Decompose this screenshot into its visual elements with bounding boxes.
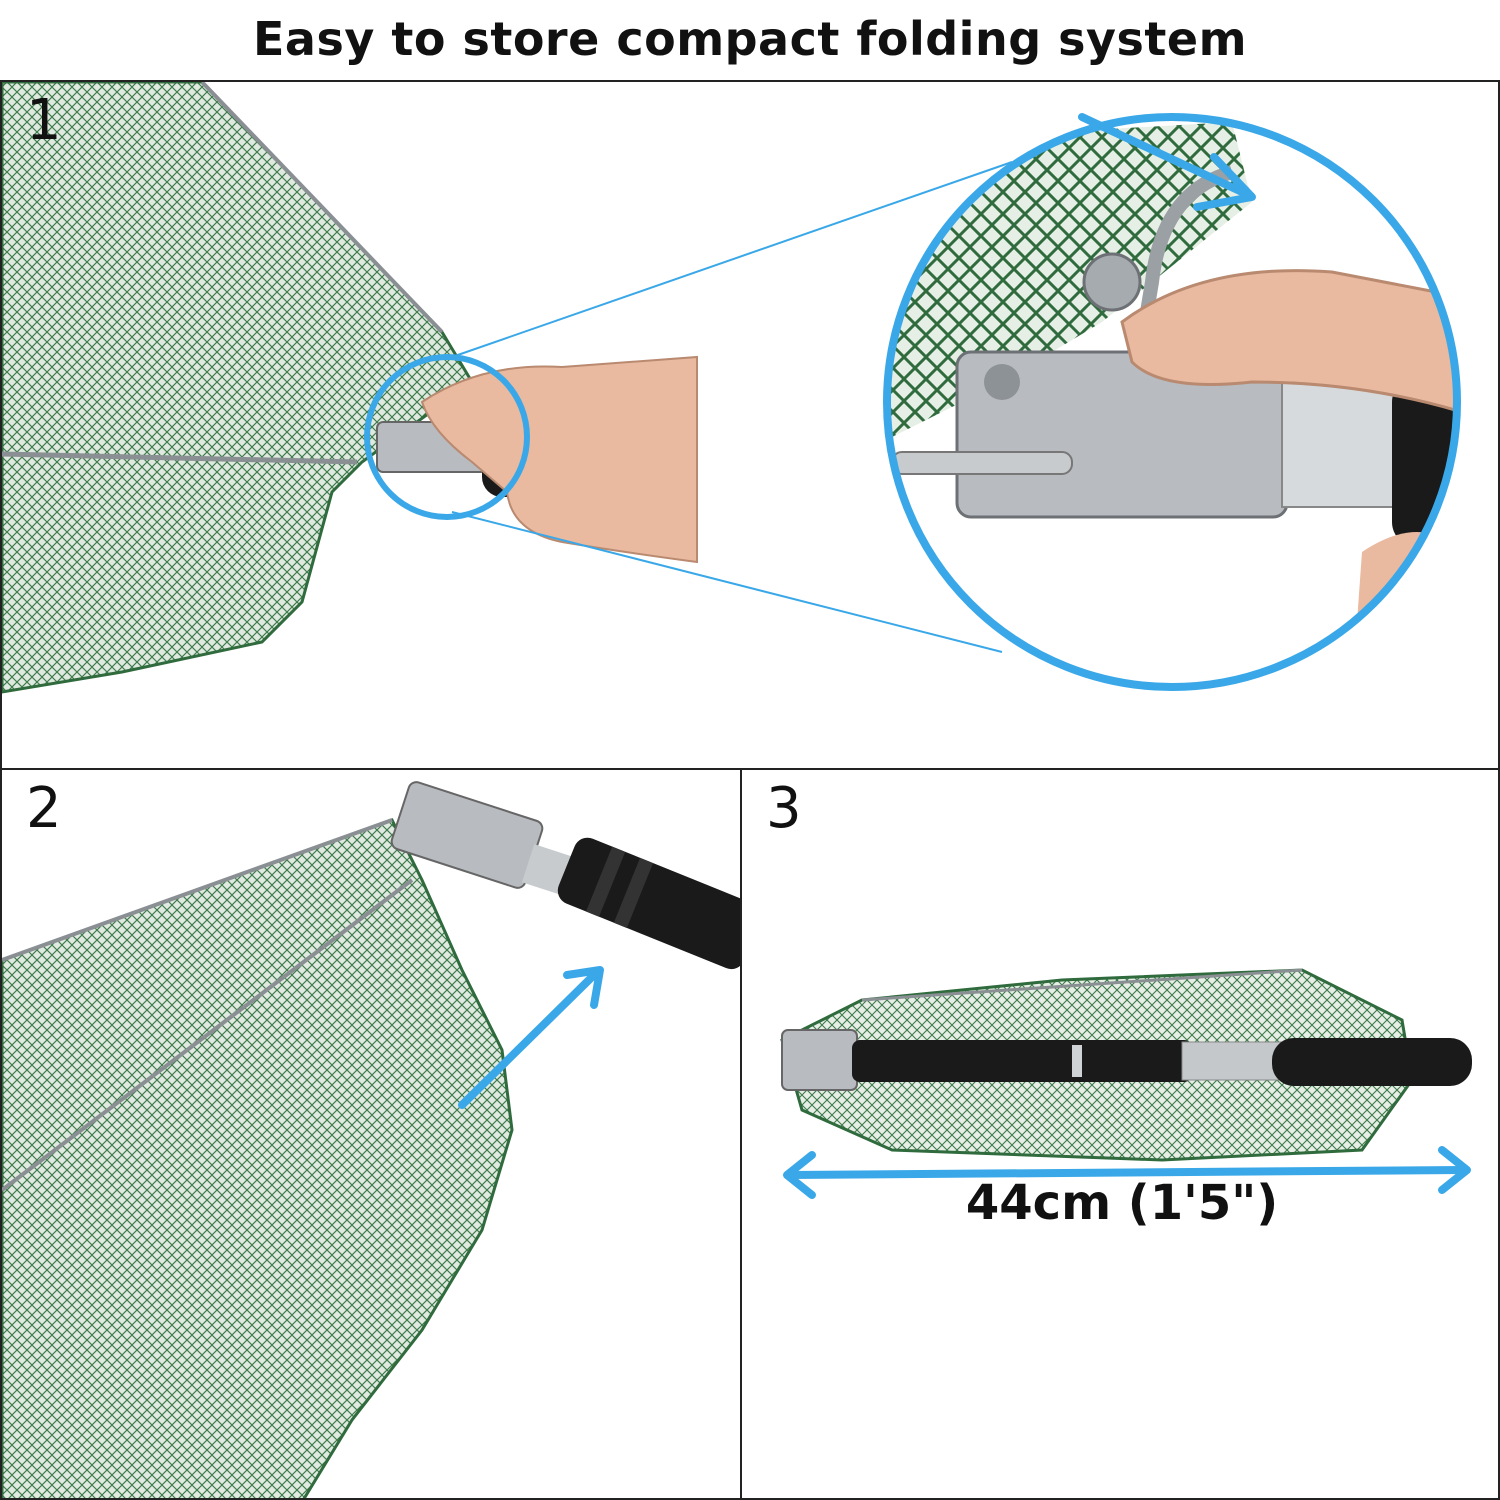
- step-3-panel: 3 44cm (1'5"): [740, 768, 1500, 1500]
- step-1-illustration: [2, 82, 1461, 694]
- zoom-thumb: [1120, 269, 1457, 415]
- net-frame: [2, 818, 393, 962]
- step-3-illustration: [780, 968, 1472, 1199]
- net-bag: [2, 82, 474, 694]
- step-2-illustration: [2, 781, 740, 1498]
- step-3-number: 3: [766, 776, 802, 841]
- step-1-panel: 1: [0, 80, 1500, 770]
- page-title: Easy to store compact folding system: [253, 12, 1247, 66]
- double-arrow-icon: [783, 1146, 1471, 1199]
- folded-hinge: [781, 1029, 858, 1091]
- step-2-number: 2: [26, 776, 62, 841]
- handle-grip: [1272, 1038, 1472, 1086]
- length-measurement: 44cm (1'5"): [965, 1175, 1279, 1231]
- step-2-panel: 2: [0, 768, 742, 1500]
- handle: [557, 837, 740, 970]
- net-frame: [2, 451, 358, 465]
- net-bag: [2, 818, 514, 1498]
- magnifier-circle-icon: [364, 354, 530, 520]
- arrow-icon: [1078, 113, 1256, 211]
- arrow-icon: [458, 966, 604, 1109]
- step-1-number: 1: [26, 88, 62, 153]
- folded-handle: [852, 1040, 1192, 1082]
